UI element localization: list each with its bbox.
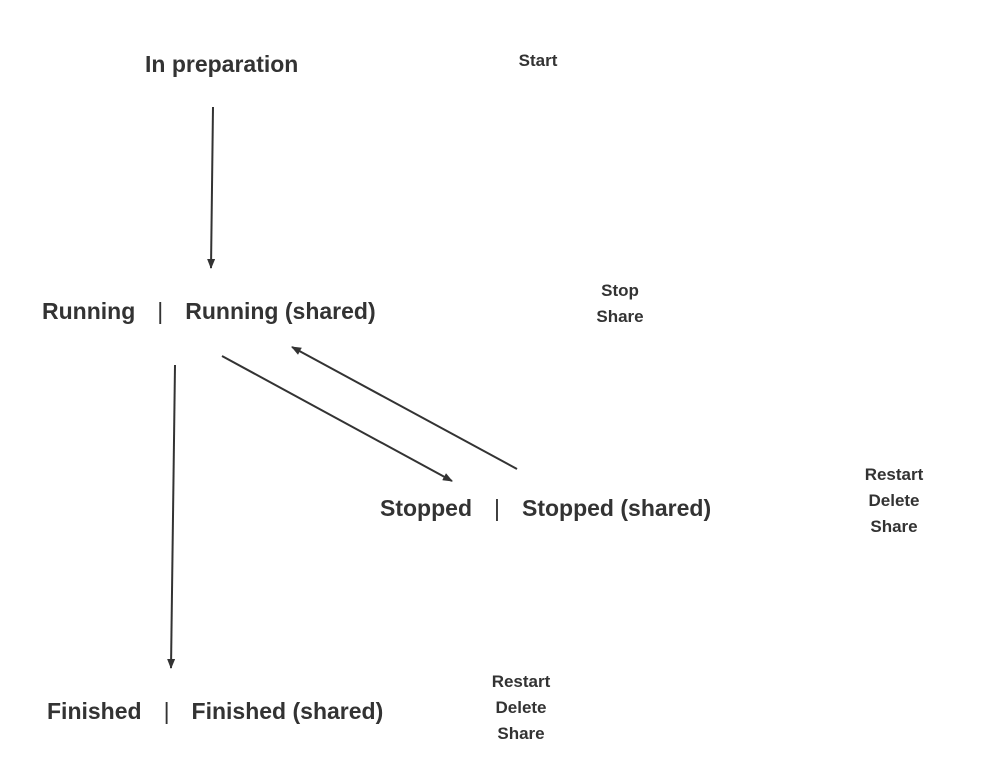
action-label: Share [870,517,918,536]
state-running-label: Running [42,298,136,324]
action-label: Start [518,51,558,70]
arrow-preparation-to-running [207,106,216,269]
state-finished: Finished | Finished (shared) [47,700,383,723]
state-stopped-shared-label: Stopped (shared) [521,495,712,521]
action-label: Delete [868,491,920,510]
state-in-preparation: In preparation [145,53,298,76]
state-in-preparation-label: In preparation [145,51,299,77]
action-label: Restart [491,672,551,691]
arrow-stopped-to-running [291,346,518,470]
state-separator: | [157,298,164,324]
actions-finished: Restart Delete Share [476,669,566,747]
action-label: Share [596,307,644,326]
action-label: Stop [601,281,639,300]
state-stopped-label: Stopped [380,495,472,521]
state-finished-shared-label: Finished (shared) [191,698,384,724]
actions-stopped: Restart Delete Share [849,462,939,540]
arrow-running-to-stopped [221,355,453,482]
action-label: Restart [864,465,924,484]
arrow-running-to-finished [167,364,176,669]
action-label: Share [497,724,545,743]
actions-in-preparation: Start [508,48,568,74]
state-separator: | [494,495,500,521]
action-label: Delete [495,698,547,717]
state-finished-label: Finished [47,698,142,724]
state-running: Running | Running (shared) [42,300,376,323]
state-separator: | [163,698,170,724]
state-running-shared-label: Running (shared) [185,298,376,324]
actions-running: Stop Share [580,278,660,330]
state-stopped: Stopped | Stopped (shared) [380,497,711,520]
